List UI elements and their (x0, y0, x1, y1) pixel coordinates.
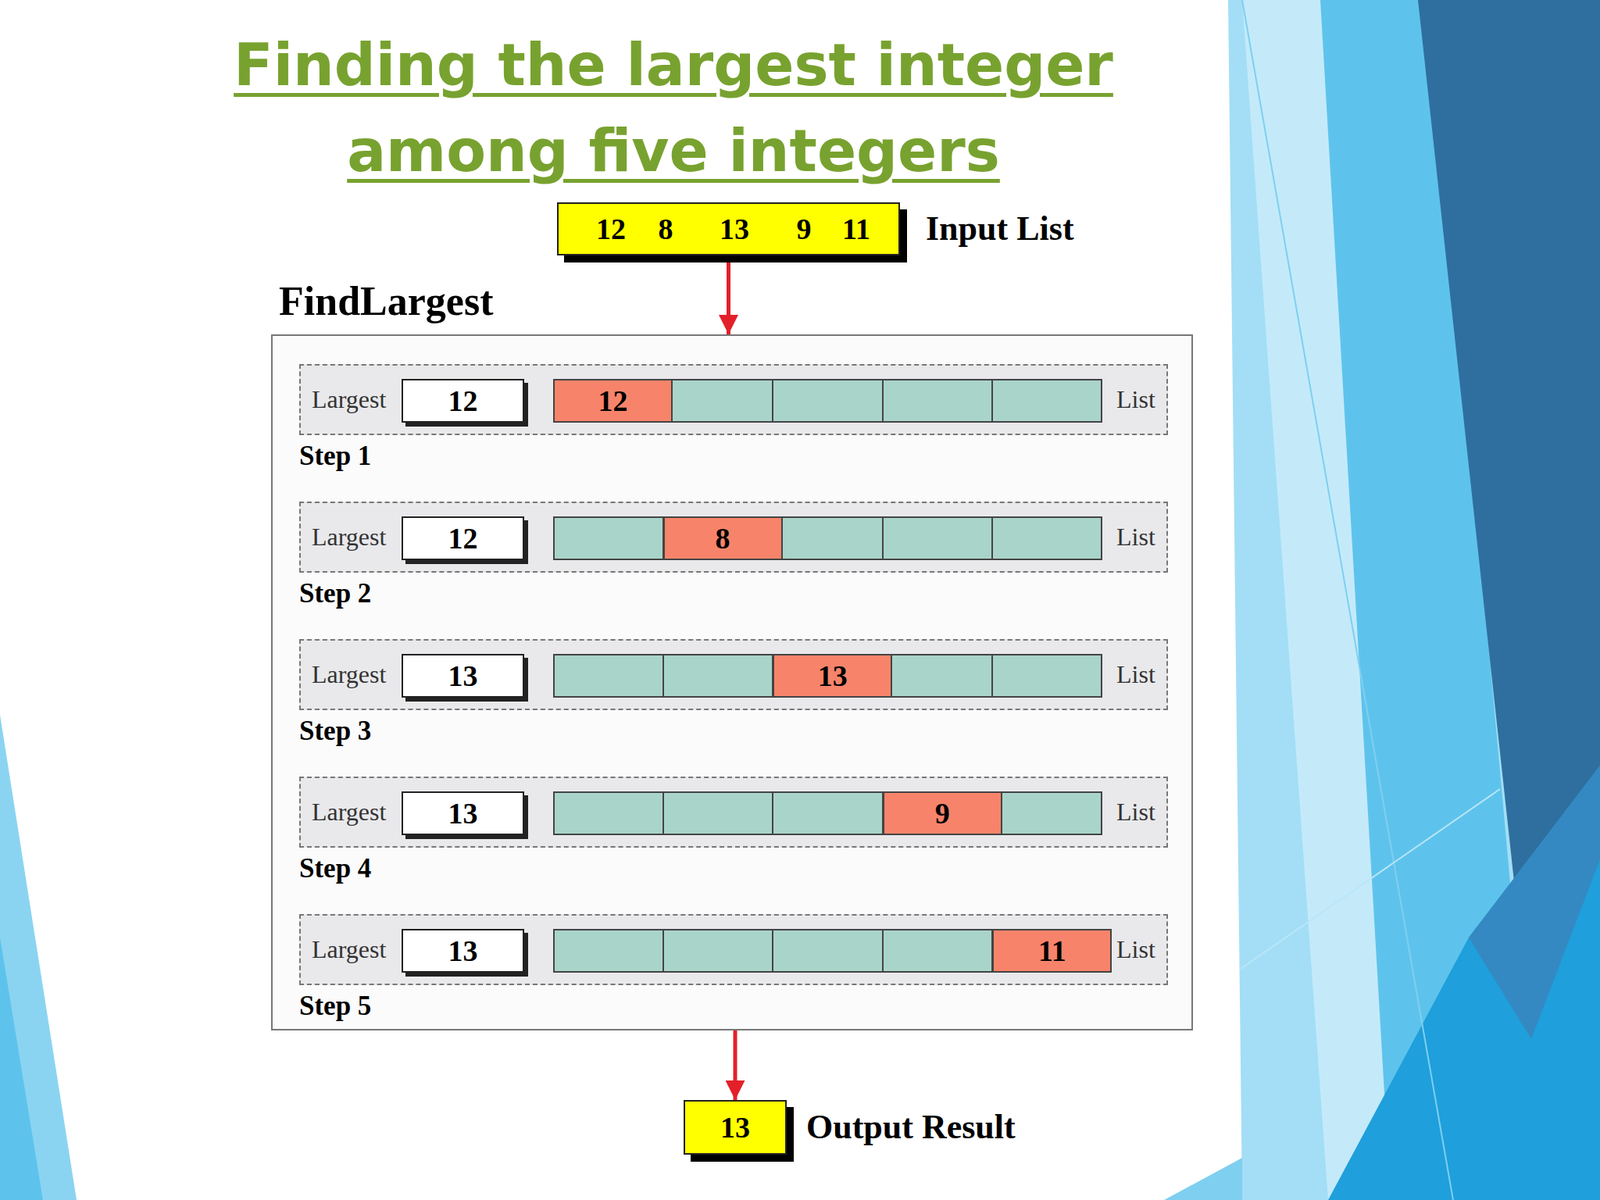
box-heading: Output Result (806, 1101, 1016, 1154)
input-number: 11 (842, 203, 871, 254)
list-cell (882, 516, 993, 561)
step-label: Step 3 (299, 714, 372, 749)
current-list-cell: 13 (772, 653, 893, 698)
current-list-cell: 12 (553, 378, 673, 423)
list-cell (553, 653, 665, 698)
panel-blue (1328, 765, 1600, 1200)
largest-value: 13 (403, 930, 523, 972)
list-cell (771, 928, 883, 973)
list-value: 8 (664, 517, 782, 559)
list-cell (991, 791, 1103, 836)
largest-label: Largest (311, 778, 386, 847)
list-cell (882, 928, 993, 973)
current-list-cell: 11 (992, 928, 1112, 973)
list-cell (882, 653, 993, 698)
largest-value-box: 12 (401, 516, 525, 561)
largest-value-box: 12 (401, 378, 525, 423)
list-label: List (1116, 503, 1156, 572)
diagram-title: Finding the largest integer among five i… (181, 21, 1166, 194)
input-number: 8 (658, 203, 674, 254)
box-heading: FindLargest (278, 276, 493, 327)
list-cell (553, 516, 665, 561)
panel-line (1240, 789, 1500, 969)
findlargest-box: FindLargestLargestListStep 11212LargestL… (271, 334, 1193, 1031)
list-cell (991, 378, 1103, 423)
input-number: 13 (719, 203, 750, 254)
step-label: Step 1 (299, 439, 372, 474)
flow-arrow (733, 1030, 738, 1100)
input-number: 9 (796, 203, 812, 254)
list-cell (991, 653, 1103, 698)
flow-arrow (726, 255, 731, 335)
list-cell (662, 791, 774, 836)
input-list-box: 12813911Input List (557, 202, 900, 256)
list-cell (662, 378, 774, 423)
list-cell (662, 653, 774, 698)
largest-value-box: 13 (401, 653, 525, 698)
panel-teal (1468, 765, 1600, 1040)
list-cell (771, 791, 883, 836)
panel-left-dark (0, 937, 43, 1200)
largest-value: 13 (403, 792, 523, 834)
panel-light (1228, 0, 1600, 1200)
list-label: List (1116, 778, 1156, 847)
output-result-box: 13Output Result (683, 1100, 787, 1155)
step-label: Step 4 (299, 851, 372, 886)
step-band: LargestListStep 51311 (299, 914, 1168, 986)
current-list-cell: 9 (882, 791, 1003, 836)
list-value: 12 (554, 380, 672, 422)
input-number: 12 (596, 203, 626, 254)
list-label: List (1116, 365, 1156, 434)
list-value: 13 (774, 655, 891, 697)
current-list-cell: 8 (663, 516, 783, 561)
largest-value: 12 (403, 380, 523, 422)
list-strip (553, 516, 1103, 561)
step-band: LargestListStep 2128 (299, 501, 1168, 573)
step-band: LargestListStep 31313 (299, 639, 1168, 711)
largest-label: Largest (311, 365, 386, 434)
step-label: Step 2 (299, 576, 372, 611)
largest-label: Largest (311, 640, 386, 709)
panel-dark (1417, 0, 1600, 1040)
step-band: LargestListStep 11212 (299, 364, 1168, 436)
largest-value-box: 13 (401, 791, 525, 836)
list-cell (771, 516, 883, 561)
list-cell (553, 791, 665, 836)
list-cell (771, 378, 883, 423)
list-cell (991, 516, 1103, 561)
list-strip (553, 791, 1103, 836)
list-value: 11 (993, 930, 1111, 972)
largest-value-box: 13 (401, 928, 525, 973)
step-band: LargestListStep 4139 (299, 776, 1168, 848)
list-value: 9 (884, 792, 1001, 834)
largest-value: 13 (403, 655, 523, 697)
list-label: List (1116, 915, 1156, 984)
panel-left (0, 714, 77, 1200)
output-number: 13 (685, 1101, 786, 1154)
list-cell (553, 928, 665, 973)
list-label: List (1116, 640, 1156, 709)
largest-value: 12 (403, 517, 523, 559)
list-cell (882, 378, 993, 423)
largest-label: Largest (311, 915, 386, 984)
panel-bottom (1164, 1157, 1243, 1200)
step-label: Step 5 (299, 989, 372, 1024)
panel-line (1242, 0, 1454, 1200)
largest-label: Largest (311, 503, 386, 572)
list-cell (662, 928, 774, 973)
box-heading: Input List (925, 203, 1075, 254)
